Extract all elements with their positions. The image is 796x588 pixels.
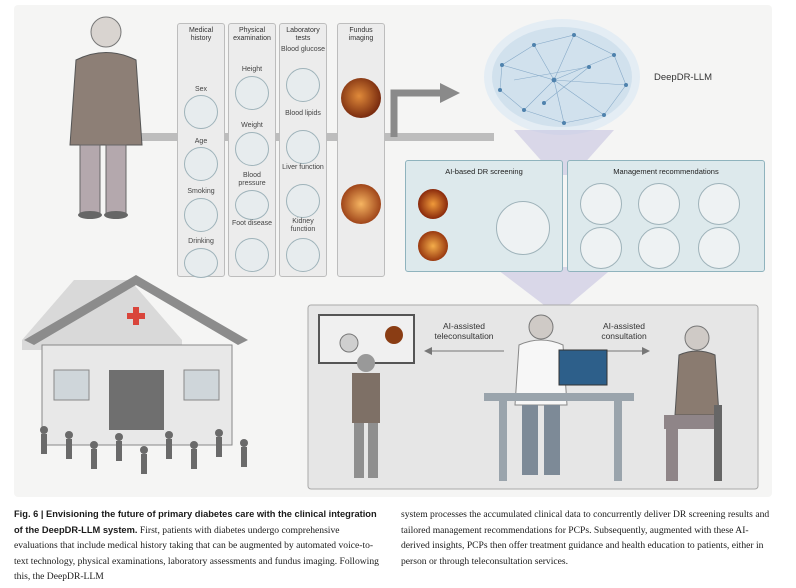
model-label: DeepDR-LLM [654, 72, 713, 83]
crowd-figures [40, 426, 248, 474]
item-label: Kidney function [290, 218, 316, 233]
item-label: Age [194, 138, 208, 145]
item-label: Blood glucose [281, 46, 325, 53]
caption-left: Fig. 6 | Envisioning the future of prima… [14, 507, 382, 585]
column-header: Medical history [188, 27, 214, 42]
item-label: Weight [241, 122, 263, 129]
desk [484, 393, 634, 401]
sex-icon [184, 95, 218, 129]
figure-illustration: Medical history Sex Age Smoking Drinking… [14, 5, 772, 497]
patient-figure [69, 16, 143, 219]
panel-title: Management recommendations [613, 167, 719, 176]
chair [714, 405, 722, 481]
dr-screening-panel: AI-based DR screening [405, 160, 563, 272]
screening-computer-icon [496, 201, 550, 255]
item-label: Sex [194, 86, 208, 93]
flow-arrow [390, 89, 444, 137]
no-smoking-icon [580, 183, 622, 225]
panel-title: AI-based DR screening [445, 167, 523, 176]
diet-icon [580, 227, 622, 269]
glucose-meter-icon [638, 227, 680, 269]
management-panel: Management recommendations [567, 160, 765, 272]
teleconsultation-label: AI-assisted teleconsultation [434, 321, 494, 341]
blood-pressure-icon [235, 190, 269, 220]
remote-patient [352, 354, 380, 478]
no-alcohol-icon [638, 183, 680, 225]
weight-icon [235, 132, 269, 166]
drinking-icon [184, 248, 218, 278]
smoking-icon [184, 198, 218, 232]
blood-lipids-icon [286, 130, 320, 164]
height-icon [235, 76, 269, 110]
beam-down [514, 130, 614, 175]
column-fundus-imaging: Fundus imaging [337, 23, 385, 277]
fundus-image-icon [341, 78, 381, 118]
item-label: Blood pressure [238, 172, 266, 187]
column-header: Fundus imaging [348, 27, 374, 42]
fundus-image-icon [418, 231, 448, 261]
caption-text-right: system processes the accumulated clinica… [401, 509, 770, 567]
blood-glucose-icon [286, 68, 320, 102]
column-physical-examination: Physical examination Height Weight Blood… [228, 23, 276, 277]
arrow-head [440, 83, 460, 103]
fundus-image-icon [418, 189, 448, 219]
caption-right: system processes the accumulated clinica… [401, 507, 773, 569]
item-label: Foot disease [231, 220, 273, 227]
seated-patient [664, 325, 722, 481]
screen-fundus [385, 326, 403, 344]
item-label: Blood lipids [285, 110, 321, 117]
llm-network-brain [484, 19, 640, 135]
age-icon [184, 147, 218, 181]
medication-icon [698, 227, 740, 269]
beam-down-2 [494, 267, 614, 305]
item-label: Drinking [188, 238, 214, 245]
item-label: Height [241, 66, 263, 73]
column-laboratory-tests: Laboratory tests Blood glucose Blood lip… [279, 23, 327, 277]
foot-icon [235, 238, 269, 272]
exercise-icon [698, 183, 740, 225]
illustration-art [22, 16, 759, 490]
consultation-label: AI-assisted consultation [601, 321, 647, 341]
computer-monitor [558, 349, 608, 386]
column-header: Laboratory tests [286, 27, 320, 42]
item-label: Smoking [187, 188, 215, 195]
fundus-image-icon [341, 184, 381, 224]
column-header: Physical examination [233, 27, 271, 42]
doctor-figure [514, 314, 568, 475]
column-medical-history: Medical history Sex Age Smoking Drinking [177, 23, 225, 278]
kidney-icon [286, 238, 320, 272]
liver-icon [286, 184, 320, 218]
caption-text-left: First, patients with diabetes undergo co… [14, 524, 379, 583]
clinic-building [22, 275, 248, 446]
figure-label: Fig. 6 | Envisioning the future of prima… [14, 509, 377, 535]
item-label: Liver function [282, 164, 324, 171]
